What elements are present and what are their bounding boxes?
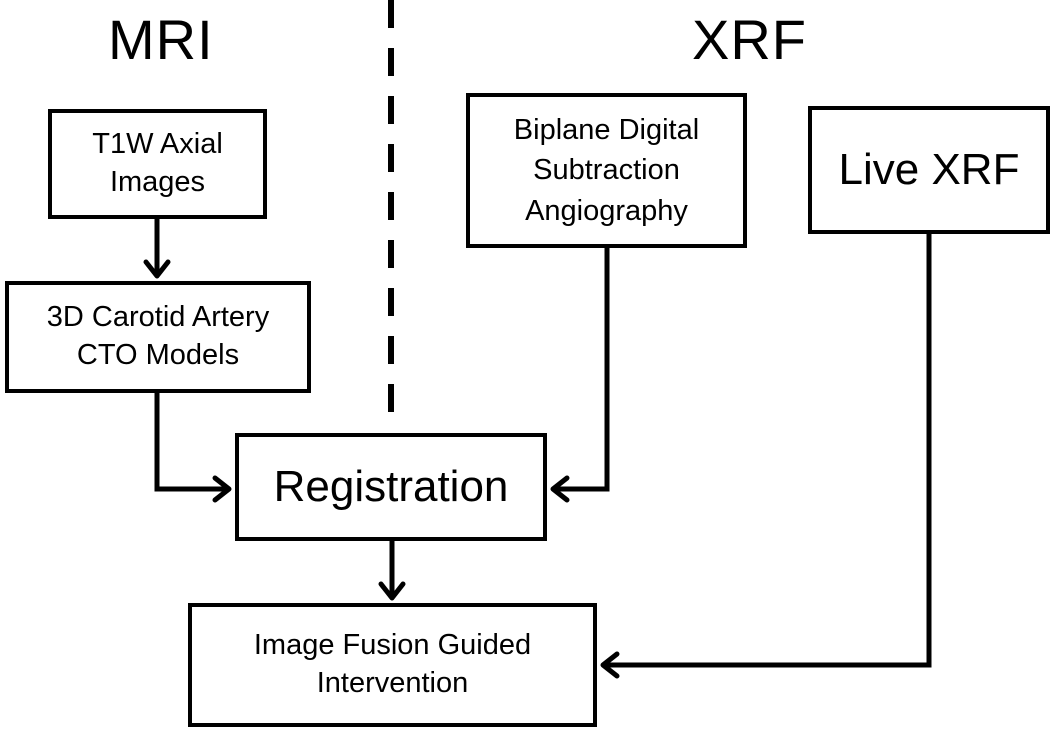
node-image-fusion: Image Fusion Guided Intervention <box>188 603 597 727</box>
node-biplane-dsa: Biplane Digital Subtraction Angiography <box>466 93 747 248</box>
arrow-registration-to-fusion <box>378 541 406 601</box>
arrow-t1w-to-models <box>143 219 171 279</box>
arrow-live-xrf-to-fusion <box>600 234 932 679</box>
node-registration: Registration <box>235 433 547 541</box>
arrow-models-to-registration <box>154 393 232 503</box>
node-t1w-axial-images: T1W Axial Images <box>48 109 267 219</box>
section-title-xrf: XRF <box>692 8 807 71</box>
section-title-mri: MRI <box>108 8 214 71</box>
node-3d-carotid-models: 3D Carotid Artery CTO Models <box>5 281 311 393</box>
arrow-dsa-to-registration <box>550 248 610 503</box>
node-live-xrf: Live XRF <box>808 106 1050 234</box>
